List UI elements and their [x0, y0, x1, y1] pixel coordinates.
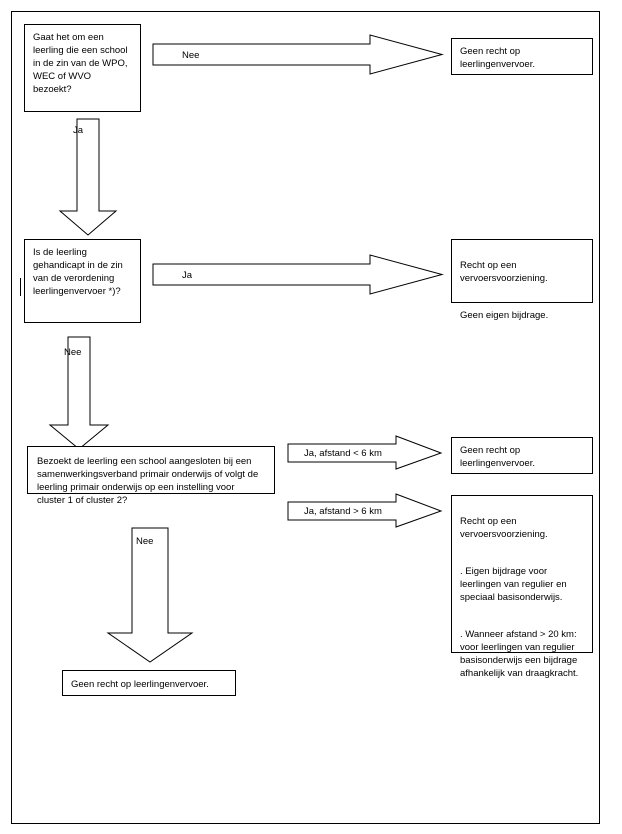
result-line-2: . Eigen bijdrage voor leerlingen van reg…	[460, 566, 567, 603]
arrow-right-short-distance	[287, 435, 443, 470]
arrow-right-long-distance	[287, 493, 443, 528]
decision-box-handicap: Is de leerling gehandicapt in de zin van…	[24, 239, 141, 323]
arrow-label-ja-q2: Ja	[182, 270, 193, 281]
result-box-no-right-1: Geen recht op leerlingenvervoer.	[451, 38, 593, 75]
arrow-label-nee-q1: Nee	[182, 50, 200, 61]
arrow-label-short-distance: Ja, afstand < 6 km	[304, 448, 382, 459]
arrow-down-nee-q2	[48, 336, 110, 450]
text-cursor-mark	[20, 278, 21, 296]
arrow-label-nee-q2: Nee	[64, 347, 82, 358]
result-box-no-right-3: Geen recht op leerlingenvervoer.	[62, 670, 236, 696]
arrow-label-long-distance: Ja, afstand > 6 km	[304, 506, 382, 517]
page-border	[11, 11, 600, 824]
result-line-1: Recht op een vervoersvoorziening.	[460, 516, 548, 540]
arrow-down-ja-q1	[58, 118, 118, 236]
result-line-1: Recht op een vervoersvoorziening.	[460, 260, 548, 284]
decision-box-school-cluster: Bezoekt de leerling een school aangeslot…	[27, 446, 275, 506]
result-box-no-right-2: Geen recht op leerlingenvervoer.	[451, 437, 593, 474]
result-box-transport-with-contribution: Recht op een vervoersvoorziening. . Eige…	[451, 495, 593, 679]
arrow-down-nee-q3	[106, 527, 194, 663]
result-box-transport-no-contribution: Recht op een vervoersvoorziening. Geen e…	[451, 239, 593, 321]
result-line-3: . Wanneer afstand > 20 km: voor leerling…	[460, 629, 579, 679]
arrow-right-nee-q1	[152, 34, 444, 75]
arrow-right-ja-q2	[152, 254, 444, 295]
arrow-label-ja-q1: Ja	[73, 125, 84, 136]
result-line-2: Geen eigen bijdrage.	[460, 310, 549, 321]
arrow-label-nee-q3: Nee	[136, 536, 154, 547]
decision-box-school-type: Gaat het om een leerling die een school …	[24, 24, 141, 112]
